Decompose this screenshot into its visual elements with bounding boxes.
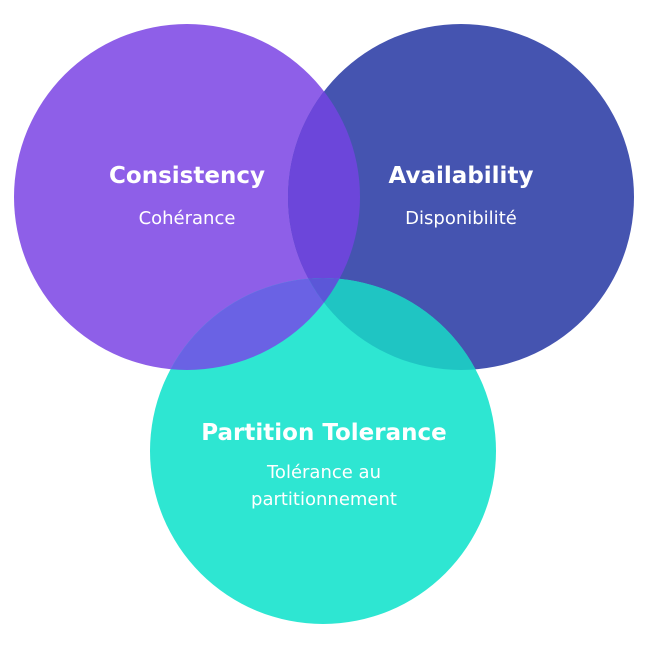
partition-tolerance-subtitle-line-1: Tolérance au <box>266 462 381 483</box>
availability-circle <box>288 24 634 370</box>
availability-title: Availability <box>389 163 534 189</box>
consistency-circle <box>14 24 360 370</box>
consistency-title: Consistency <box>109 163 265 189</box>
partition-tolerance-title: Partition Tolerance <box>201 420 446 446</box>
availability-subtitle: Disponibilité <box>405 208 517 229</box>
partition-tolerance-circle <box>150 278 496 624</box>
partition-tolerance-subtitle-line-2: partitionnement <box>251 489 397 510</box>
consistency-subtitle: Cohérance <box>139 208 236 229</box>
